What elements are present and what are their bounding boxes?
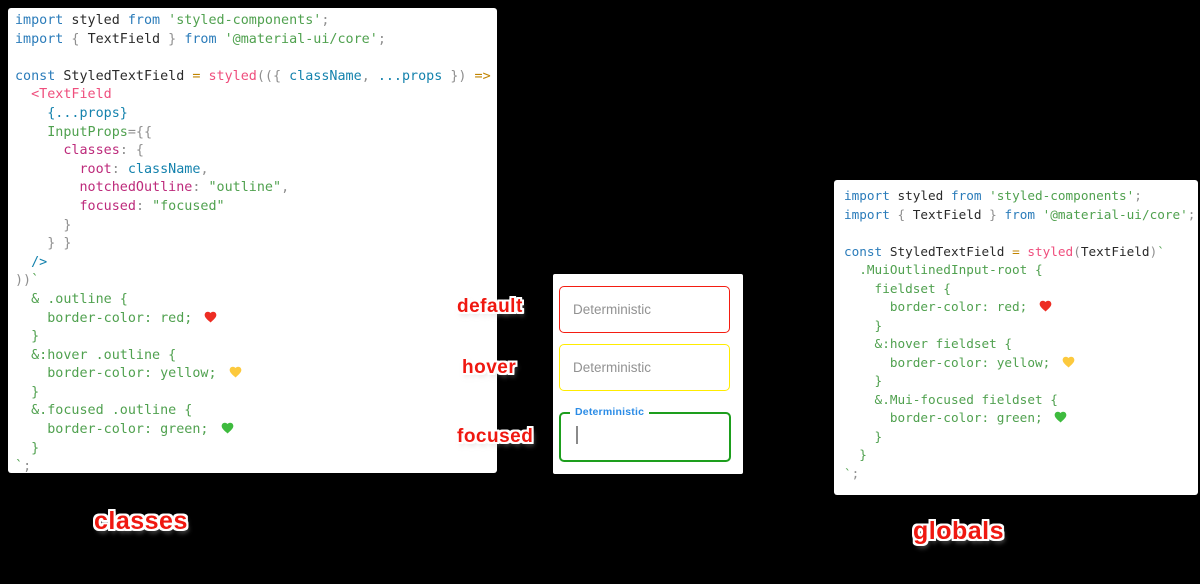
code-line: border-color: yellow; bbox=[844, 354, 1198, 373]
code-line: import { TextField } from '@material-ui/… bbox=[844, 206, 1196, 222]
code-line: } bbox=[15, 384, 40, 400]
code-line: fieldset { bbox=[844, 280, 951, 296]
code-line: &:hover fieldset { bbox=[844, 336, 1013, 351]
code-panel-globals: import styled from 'styled-components'; i… bbox=[834, 180, 1198, 495]
code-line: border-color: red; bbox=[844, 298, 1198, 317]
green-heart-icon bbox=[221, 422, 233, 434]
textfield-focused-floating-label: Deterministic bbox=[570, 406, 650, 419]
state-label-focused: focused bbox=[457, 426, 534, 447]
code-line: /> bbox=[15, 254, 48, 270]
code-line: notchedOutline: "outline", bbox=[15, 180, 290, 196]
yellow-heart-icon bbox=[229, 367, 241, 378]
code-line bbox=[15, 49, 497, 68]
code-line: `; bbox=[844, 465, 860, 481]
code-line: } bbox=[15, 440, 40, 456]
code-line bbox=[844, 224, 1198, 243]
code-line: `; bbox=[15, 459, 32, 473]
code-line: {...props} bbox=[15, 105, 128, 121]
textfield-default-input[interactable] bbox=[560, 287, 729, 332]
green-heart-icon bbox=[1054, 411, 1067, 423]
code-line: InputProps={{ bbox=[15, 124, 153, 140]
textfield-demo-panel: Deterministic bbox=[553, 274, 743, 474]
code-line: const StyledTextField = styled(({ classN… bbox=[15, 68, 491, 84]
textfield-default[interactable] bbox=[559, 286, 730, 333]
code-line: import styled from 'styled-components'; bbox=[15, 13, 330, 28]
code-line: } bbox=[844, 317, 883, 333]
state-label-hover: hover bbox=[462, 357, 517, 378]
code-line: &.Mui-focused fieldset { bbox=[844, 391, 1058, 407]
textfield-focused-input[interactable] bbox=[561, 414, 729, 460]
red-heart-icon bbox=[205, 311, 217, 322]
caption-classes: classes bbox=[94, 507, 188, 535]
code-line: ))` bbox=[15, 273, 40, 289]
code-line: border-color: yellow; bbox=[15, 365, 497, 384]
code-line: & .outline { bbox=[15, 291, 128, 307]
code-line: border-color: green; bbox=[15, 421, 497, 440]
code-line: } bbox=[844, 428, 883, 444]
yellow-heart-icon bbox=[1062, 356, 1075, 367]
text-caret bbox=[576, 426, 578, 444]
code-panel-classes: import styled from 'styled-components'; i… bbox=[8, 8, 497, 473]
code-line: border-color: red; bbox=[15, 310, 497, 329]
code-line: } bbox=[844, 447, 867, 462]
code-line: } bbox=[15, 329, 40, 345]
code-line: &.focused .outline { bbox=[15, 403, 193, 419]
code-line: } bbox=[15, 217, 72, 233]
code-line: root: className, bbox=[15, 161, 209, 177]
code-line: } bbox=[844, 373, 883, 388]
code-line: import styled from 'styled-components'; bbox=[844, 188, 1142, 203]
red-heart-icon bbox=[1039, 300, 1052, 312]
code-line: focused: "focused" bbox=[15, 198, 225, 214]
code-line: } } bbox=[15, 236, 72, 252]
code-line: import { TextField } from '@material-ui/… bbox=[15, 31, 386, 47]
code-line: &:hover .outline { bbox=[15, 347, 177, 363]
code-line: classes: { bbox=[15, 143, 144, 159]
caption-globals: globals bbox=[913, 517, 1005, 545]
textfield-focused[interactable]: Deterministic bbox=[559, 406, 731, 462]
code-line: <TextField bbox=[15, 87, 112, 103]
code-line: .MuiOutlinedInput-root { bbox=[844, 262, 1043, 277]
state-label-default: default bbox=[457, 296, 523, 317]
code-line: const StyledTextField = styled(TextField… bbox=[844, 243, 1165, 259]
textfield-hover-input[interactable] bbox=[560, 345, 729, 390]
textfield-hover[interactable] bbox=[559, 344, 730, 391]
code-line: border-color: green; bbox=[844, 409, 1198, 428]
